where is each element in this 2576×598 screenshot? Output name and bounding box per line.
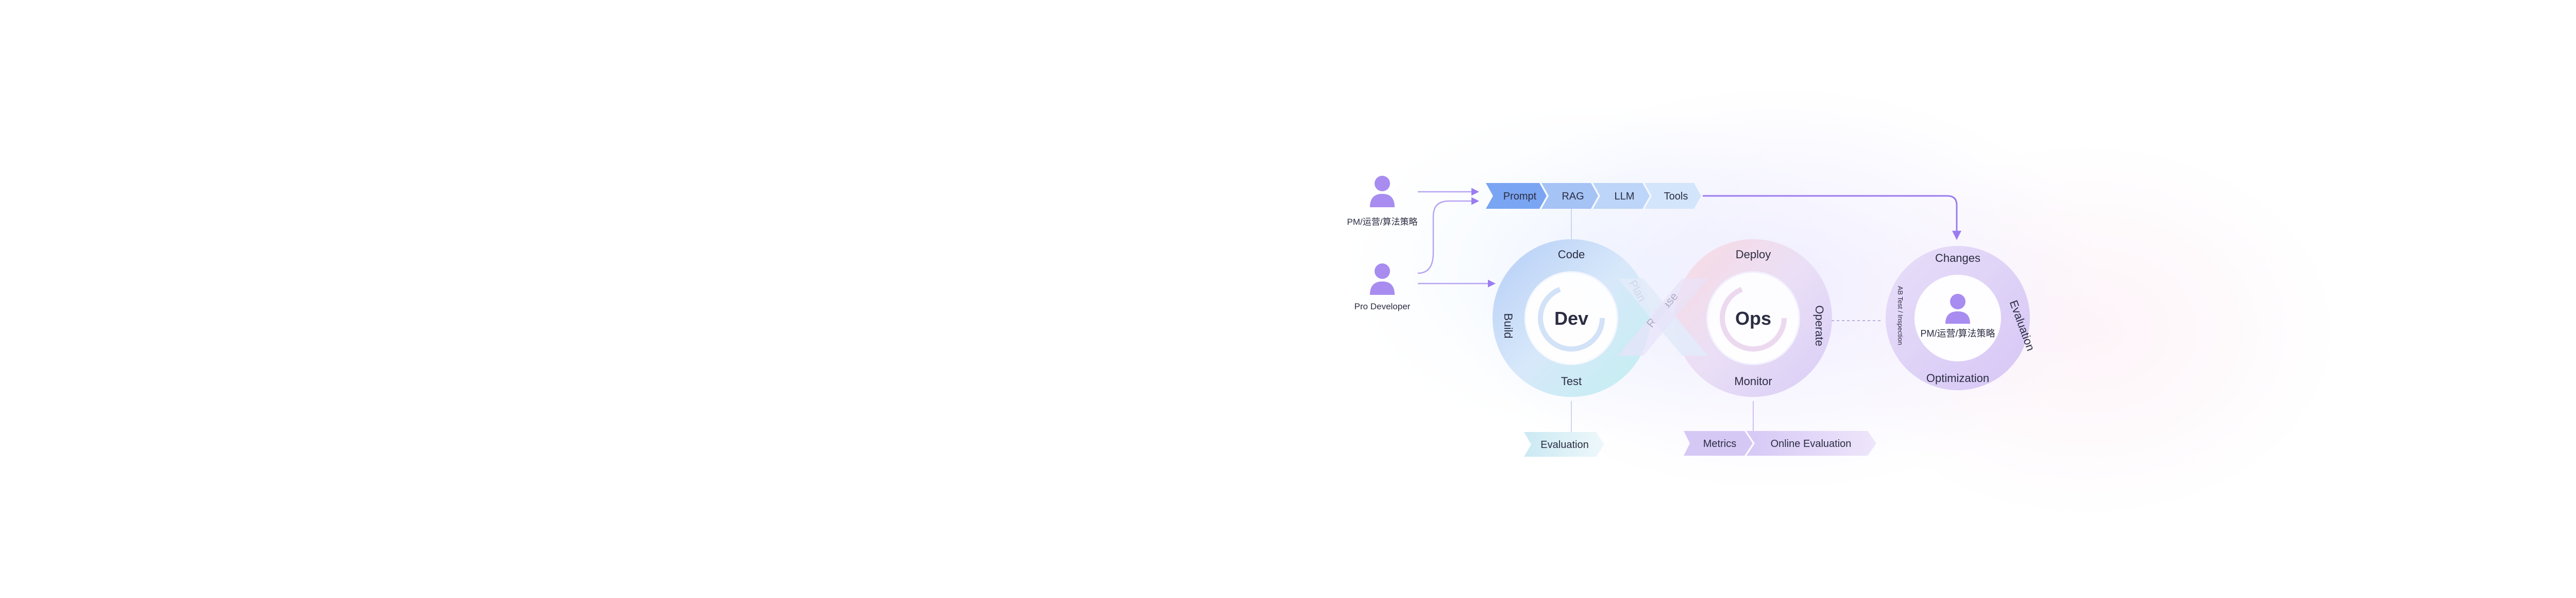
user-top-label: PM/运营/算法策略 (1347, 217, 1418, 227)
eval-optimization-label: Optimization (1926, 372, 1989, 385)
pipeline-rag-chevron (1541, 183, 1598, 209)
user-top-icon (1370, 176, 1395, 207)
ops-monitor-label: Monitor (1734, 375, 1772, 388)
eval-cycle: PM/运营/算法策略 Changes Optimization Evaluati… (1886, 246, 2037, 390)
output-metrics-label: Metrics (1703, 438, 1736, 450)
pipeline-tools-chevron (1645, 183, 1701, 209)
pipeline-prompt-label: Prompt (1503, 191, 1537, 202)
output-online-evaluation-label: Online Evaluation (1771, 438, 1852, 450)
eval-changes-label: Changes (1935, 252, 1980, 264)
dev-test-label: Test (1561, 375, 1582, 388)
user-bottom-label: Pro Developer (1354, 302, 1411, 311)
output-evaluation-label: Evaluation (1540, 439, 1588, 451)
output-evaluation: Evaluation (1524, 432, 1604, 457)
eval-user-icon-head (1950, 294, 1965, 309)
arrow-pipeline-to-evaluation (1703, 195, 1961, 240)
dev-loop: Dev Code Test Build Plan (1493, 239, 1650, 397)
pipeline-prompt-chevron (1486, 183, 1547, 209)
dev-build-label: Build (1502, 313, 1515, 339)
eval-center-label: PM/运营/算法策略 (1920, 328, 1995, 339)
user-connectors (1417, 188, 1496, 288)
pipeline-tools-label: Tools (1664, 191, 1688, 202)
user-bottom-icon (1370, 263, 1395, 295)
dev-center-label: Dev (1554, 308, 1588, 329)
eval-abtest-label: AB Test / Inspection (1896, 286, 1904, 345)
pipeline-llm-label: LLM (1615, 191, 1635, 202)
dev-code-label: Code (1558, 248, 1585, 261)
ops-deploy-label: Deploy (1736, 248, 1771, 261)
eval-user-icon-body (1945, 311, 1970, 324)
pipeline-llm-chevron (1593, 183, 1650, 209)
pipeline-rag-label: RAG (1562, 191, 1584, 202)
ops-operate-label: Operate (1813, 305, 1826, 346)
arrow-dev-to-pipeline (1417, 197, 1479, 274)
pipeline: Prompt RAG LLM Tools (1486, 183, 1701, 209)
ops-center-label: Ops (1735, 308, 1771, 329)
output-metrics: Metrics Online Evaluation (1684, 431, 1876, 456)
crossing-band-up (1618, 278, 1708, 356)
